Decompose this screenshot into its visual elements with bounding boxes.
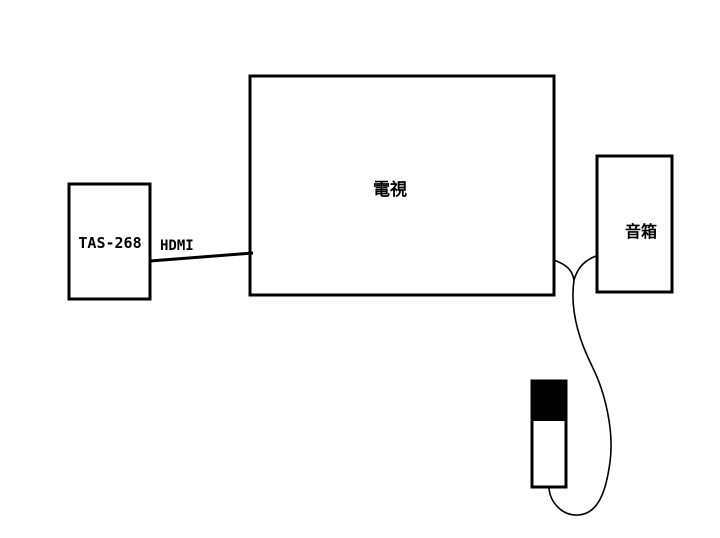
speaker-audio-cable: [573, 255, 597, 281]
tv-audio-cable: [553, 259, 575, 281]
audio-plug: [530, 379, 568, 489]
hdmi-label: HDMI: [160, 238, 194, 254]
speaker-label: 音箱: [625, 222, 657, 241]
speaker-box: [595, 154, 674, 294]
hdmi-cable: [149, 251, 254, 263]
tas-268-label: TAS-268: [78, 234, 141, 252]
tv-box: [248, 74, 556, 297]
tv-label: 電視: [373, 179, 407, 200]
audio-cable-main: [548, 279, 612, 516]
tas-268-box: [67, 182, 152, 301]
audio-plug-cap: [532, 381, 566, 421]
